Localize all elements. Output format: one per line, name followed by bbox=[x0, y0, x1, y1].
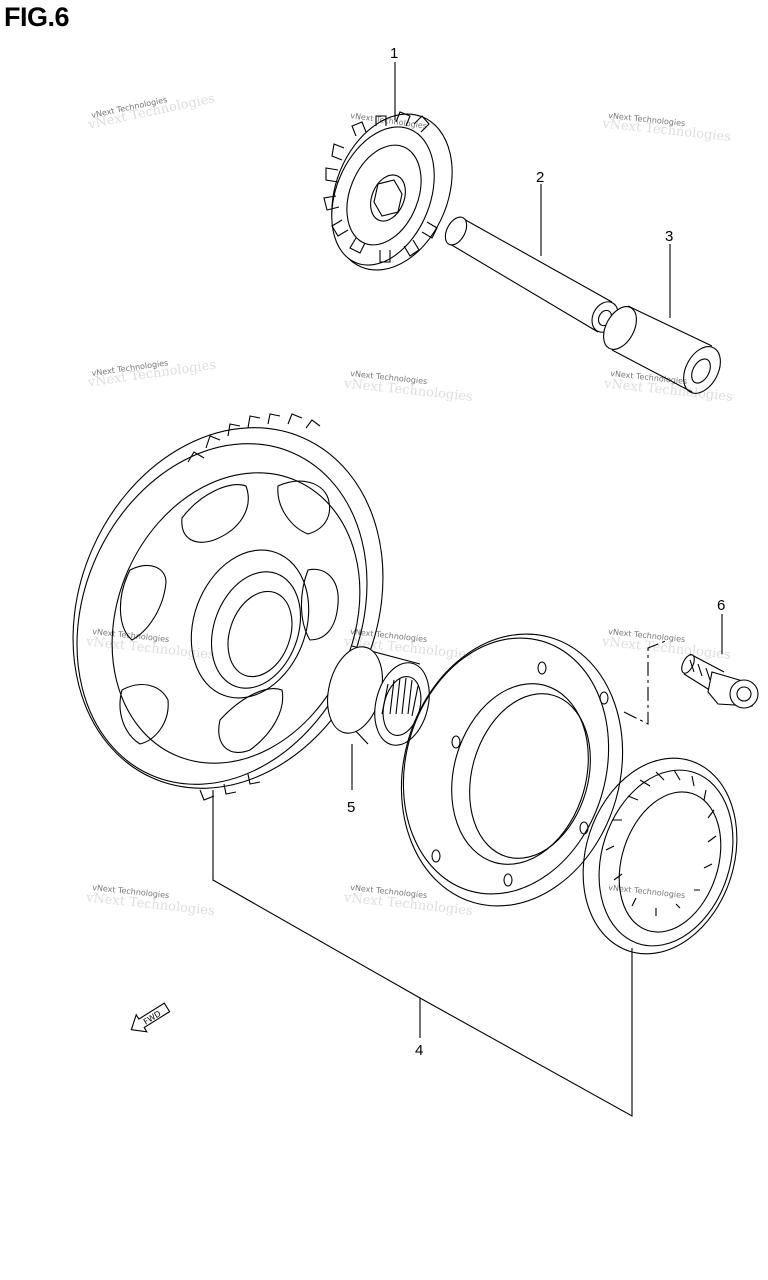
forward-direction-arrow-icon: FWD bbox=[130, 1002, 171, 1033]
watermark: vNext Technologies vNext Technologies bbox=[84, 627, 215, 663]
part-2-shaft bbox=[444, 216, 619, 333]
callout-1: 1 bbox=[390, 45, 398, 62]
callout-2: 2 bbox=[536, 169, 544, 186]
watermark: vNext Technologies vNext Technologies bbox=[86, 358, 217, 391]
watermark: vNext Technologies vNext Technologies bbox=[602, 369, 733, 405]
callout-5: 5 bbox=[347, 799, 355, 816]
part-4-one-way-clutch bbox=[582, 757, 738, 955]
part-4-clutch-housing bbox=[400, 633, 624, 907]
housing-bolt-holes bbox=[431, 661, 609, 887]
callout-4: 4 bbox=[415, 1042, 423, 1059]
callout-3: 3 bbox=[665, 228, 673, 245]
watermark: vNext Technologies vNext Technologies bbox=[86, 91, 216, 133]
part-6-bolt bbox=[681, 653, 759, 709]
callout-6: 6 bbox=[717, 597, 725, 614]
watermark: vNext Technologies vNext Technologies bbox=[601, 111, 732, 145]
watermark: vNext Technologies vNext Technologies bbox=[342, 369, 473, 405]
watermark: vNext Technologies vNext Technologies bbox=[342, 883, 473, 919]
part-4-clutch-gear bbox=[72, 413, 384, 801]
watermark: vNext Technologies vNext Technologies bbox=[84, 883, 215, 919]
part-3-bushing bbox=[603, 305, 721, 394]
figure-title: FIG.6 bbox=[4, 2, 70, 32]
part-5-needle-bearing bbox=[327, 645, 430, 746]
leader-lines bbox=[212, 62, 723, 1117]
part-1-idle-gear bbox=[323, 111, 453, 271]
watermark: vNext Technologies vNext Technologies bbox=[600, 627, 731, 663]
